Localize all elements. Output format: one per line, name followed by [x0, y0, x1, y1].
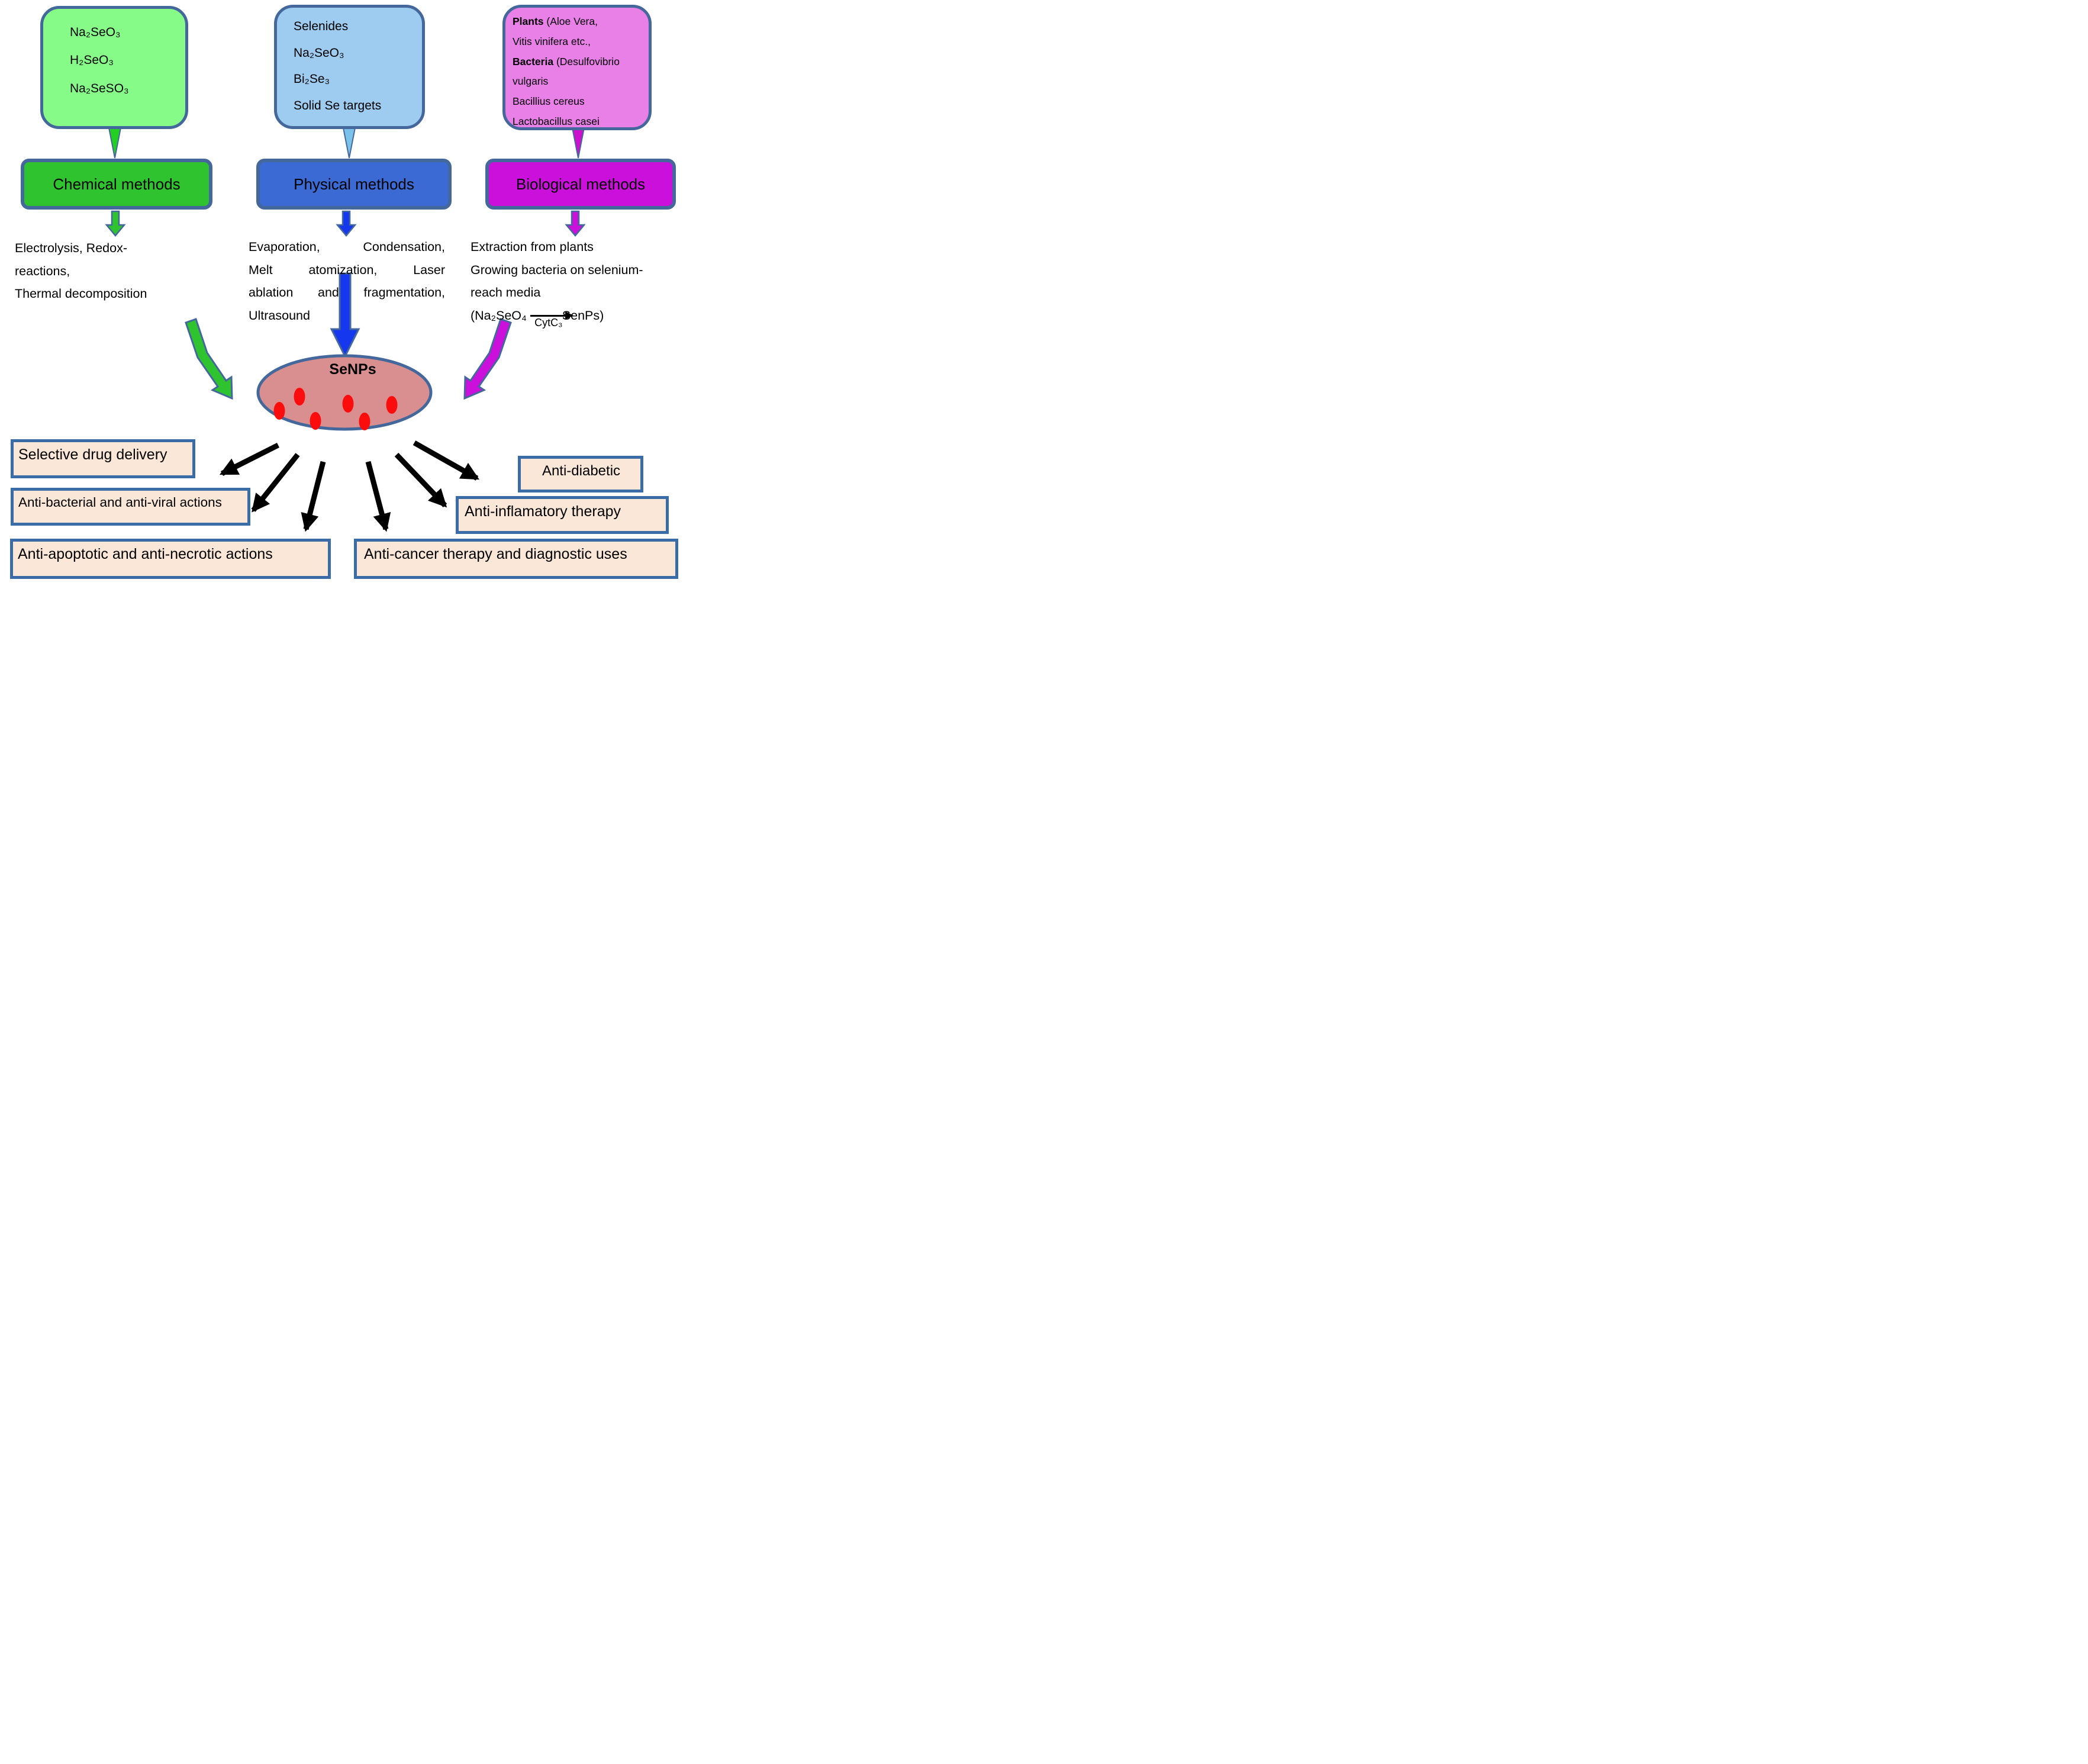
arrow-to-anticancer-icon — [365, 461, 391, 532]
diagram-shapes — [105, 127, 586, 532]
source-line-text: (Aloe Vera, — [543, 15, 598, 27]
biological-methods-box: Biological methods — [485, 159, 676, 210]
chemical-methods-description: Electrolysis, Redox- reactions, Thermal … — [15, 237, 223, 305]
physical-methods-box: Physical methods — [256, 159, 452, 210]
big-arrow-chemical-icon — [185, 318, 233, 400]
application-label: Anti-inflamatory therapy — [465, 503, 621, 520]
biological-methods-label: Biological methods — [515, 175, 646, 193]
description-line: ablation and fragmentation, — [249, 285, 445, 300]
reaction-arrow-icon: CytC₃ — [530, 311, 573, 329]
senp-dot — [386, 396, 398, 414]
description-line: Ultrasound — [249, 308, 310, 323]
description-line: Electrolysis, Redox- — [15, 241, 127, 255]
source-line: Bacteria (Desulfovibrio — [513, 52, 646, 72]
precursor-line: Na₂SeO₃ — [70, 25, 121, 39]
precursor-line: Solid Se targets — [294, 98, 382, 112]
chemical-down-arrow-icon — [105, 210, 126, 237]
connector-physical-triangle-icon — [342, 127, 356, 159]
senp-dot — [359, 413, 370, 430]
source-line-text: vulgaris — [513, 75, 549, 88]
application-anticancer-diagnostic: Anti-cancer therapy and diagnostic uses — [354, 539, 678, 579]
biological-sources-box: Plants (Aloe Vera, Vitis vinifera etc., … — [502, 5, 652, 130]
application-label: Anti-diabetic — [542, 463, 621, 479]
senp-dot — [310, 412, 321, 430]
precursor-line: Na₂SeSO₃ — [70, 81, 129, 95]
physical-methods-description: Evaporation, Condensation, Melt atomizat… — [249, 236, 445, 327]
senp-dot — [342, 395, 354, 413]
chemical-methods-label: Chemical methods — [53, 175, 181, 193]
formula-prefix: (Na₂SeO₄ — [471, 308, 527, 323]
physical-precursors-box: Selenides Na₂SeO₃ Bi₂Se₃ Solid Se target… — [274, 5, 425, 129]
application-selective-drug-delivery: Selective drug delivery — [11, 439, 195, 478]
source-line-text: Bacillius cereus — [513, 95, 585, 108]
arrow-to-selective-icon — [219, 442, 280, 477]
description-line: Growing bacteria on selenium- — [471, 262, 643, 277]
arrow-to-antiinflamatory-icon — [394, 452, 447, 508]
application-antibacterial-antiviral: Anti-bacterial and anti-viral actions — [11, 488, 250, 526]
application-label: Selective drug delivery — [18, 446, 167, 463]
connector-biological-triangle-icon — [571, 127, 585, 159]
precursor-line: H₂SeO₃ — [70, 53, 114, 67]
application-label: Anti-bacterial and anti-viral actions — [18, 495, 222, 510]
connector-chemical-triangle-icon — [108, 127, 122, 159]
source-line-bold: Plants — [513, 15, 544, 27]
reaction-catalyst-label: CytC₃ — [534, 316, 563, 329]
biological-methods-description: Extraction from plants Growing bacteria … — [471, 236, 696, 329]
chemical-methods-box: Chemical methods — [21, 159, 212, 210]
source-line: vulgaris — [513, 72, 646, 92]
source-line: Bacillius cereus — [513, 92, 646, 112]
senp-dot — [273, 402, 285, 420]
application-label: Anti-apoptotic and anti-necrotic actions — [18, 546, 273, 562]
application-label: Anti-cancer therapy and diagnostic uses — [364, 546, 627, 562]
arrow-to-antibacterial-icon — [251, 453, 300, 513]
senp-dot — [294, 388, 305, 405]
senps-label: SeNPs — [329, 361, 376, 378]
precursor-line: Na₂SeO₃ — [294, 46, 344, 60]
source-line: Vitis vinifera etc., — [513, 32, 646, 52]
description-line: Extraction from plants — [471, 240, 594, 254]
physical-down-arrow-icon — [336, 210, 357, 237]
big-arrow-physical-icon — [330, 272, 360, 359]
senps-diagram: Na₂SeO₃ H₂SeO₃ Na₂SeSO₃ Selenides Na₂SeO… — [0, 0, 696, 588]
chemical-precursors-box: Na₂SeO₃ H₂SeO₃ Na₂SeSO₃ — [40, 6, 188, 129]
description-line: Melt atomization, Laser — [249, 262, 445, 277]
description-line: reactions, — [15, 263, 70, 278]
precursor-line: Bi₂Se₃ — [294, 72, 330, 86]
application-antidiabetic: Anti-diabetic — [518, 456, 643, 492]
arrow-to-antiapoptotic-icon — [301, 461, 326, 532]
big-arrow-biological-icon — [463, 318, 512, 400]
application-antiinflamatory: Anti-inflamatory therapy — [456, 496, 669, 534]
biological-down-arrow-icon — [565, 210, 586, 237]
source-line-text: Lactobacillus casei — [513, 115, 600, 127]
description-line: reach media — [471, 285, 541, 300]
source-line: Plants (Aloe Vera, — [513, 12, 646, 32]
arrow-to-antidiabetic-icon — [413, 440, 479, 481]
description-line: Evaporation, Condensation, — [249, 240, 445, 254]
source-line-text: Vitis vinifera etc., — [513, 35, 591, 47]
source-line-text: (Desulfovibrio — [553, 55, 620, 67]
source-line-bold: Bacteria — [513, 55, 554, 67]
description-line: Thermal decomposition — [15, 287, 147, 301]
physical-methods-label: Physical methods — [294, 175, 414, 193]
precursor-line: Selenides — [294, 20, 349, 33]
source-line: Lactobacillus casei — [513, 112, 646, 132]
application-antiapoptotic-antinecrotic: Anti-apoptotic and anti-necrotic actions — [10, 539, 331, 579]
